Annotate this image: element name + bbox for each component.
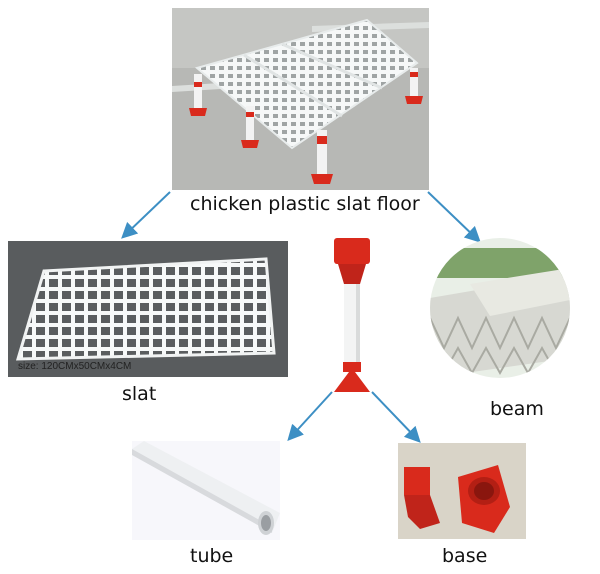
beam-label: beam	[490, 398, 544, 420]
tube-photo	[132, 441, 280, 540]
slat-size-caption: size: 120CMx50CMx4CM	[18, 361, 132, 372]
slat-label: slat	[122, 383, 157, 405]
tube-label: tube	[190, 545, 234, 567]
base-photo	[398, 443, 526, 539]
arrow-to-tube	[287, 391, 333, 441]
leg	[189, 74, 207, 116]
page-title: chicken plastic slat floor	[190, 193, 420, 215]
arrow-to-base	[371, 391, 421, 443]
base-label: base	[442, 545, 488, 567]
beam-photo	[430, 238, 570, 378]
assembled-floor-photo	[172, 8, 429, 190]
slat-photo: size: 120CMx50CMx4CM	[8, 241, 288, 377]
leg-assembly-image	[328, 236, 376, 396]
arrow-to-beam	[427, 191, 481, 243]
arrow-to-slat	[121, 191, 171, 239]
